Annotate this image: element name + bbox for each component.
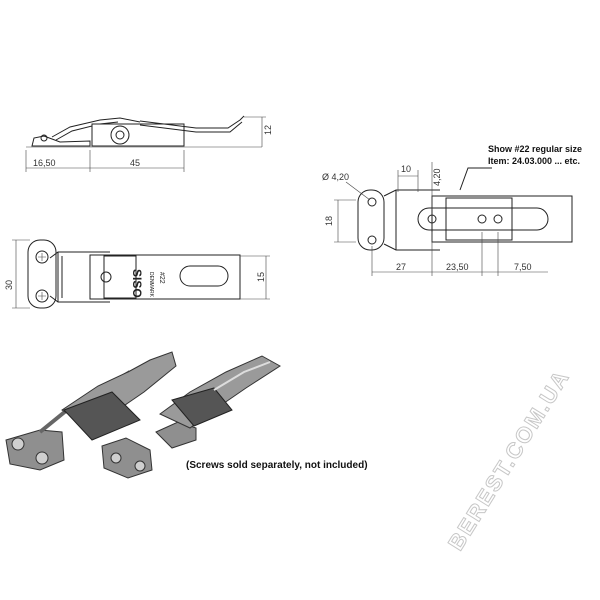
product-photo: (Screws sold separately, not included): [5, 351, 368, 479]
side-height-dim: 12: [263, 125, 273, 135]
top-right-dim: 15: [256, 272, 266, 282]
side-view: 12 16,50 45: [25, 115, 273, 172]
engraving-model: #22: [158, 272, 165, 284]
side-left-dim: 16,50: [33, 158, 56, 168]
top-width-dim: 30: [4, 280, 14, 290]
side-length-dim: 45: [130, 158, 140, 168]
top-view: SISO DENMARK #22 30 15: [4, 239, 270, 309]
detail-hole-vertical-dim: 4,20: [432, 168, 442, 186]
detail-right-dim: 7,50: [514, 262, 532, 272]
screws-caption: (Screws sold separately, not included): [186, 460, 368, 471]
watermark: BEREST.COM.UA: [443, 364, 575, 555]
size-note-line2: Item: 24.03.000 ... etc.: [488, 156, 580, 166]
engraving-country: DENMARK: [148, 272, 154, 298]
size-note-line1: Show #22 regular size: [488, 144, 582, 154]
watermark-text: BEREST.COM.UA: [443, 365, 574, 555]
detail-left-dim: 27: [396, 262, 406, 272]
detail-middle-dim: 23,50: [446, 262, 469, 272]
detail-hole-spacing-dim: 10: [401, 164, 411, 174]
detail-height-dim: 18: [324, 216, 334, 226]
engraving-brand: SISO: [130, 269, 144, 298]
detail-view: Ø 4,20 10 4,20 18 27 23,50 7,50 Show #22…: [322, 144, 582, 276]
detail-diameter-dim: Ø 4,20: [322, 172, 349, 182]
